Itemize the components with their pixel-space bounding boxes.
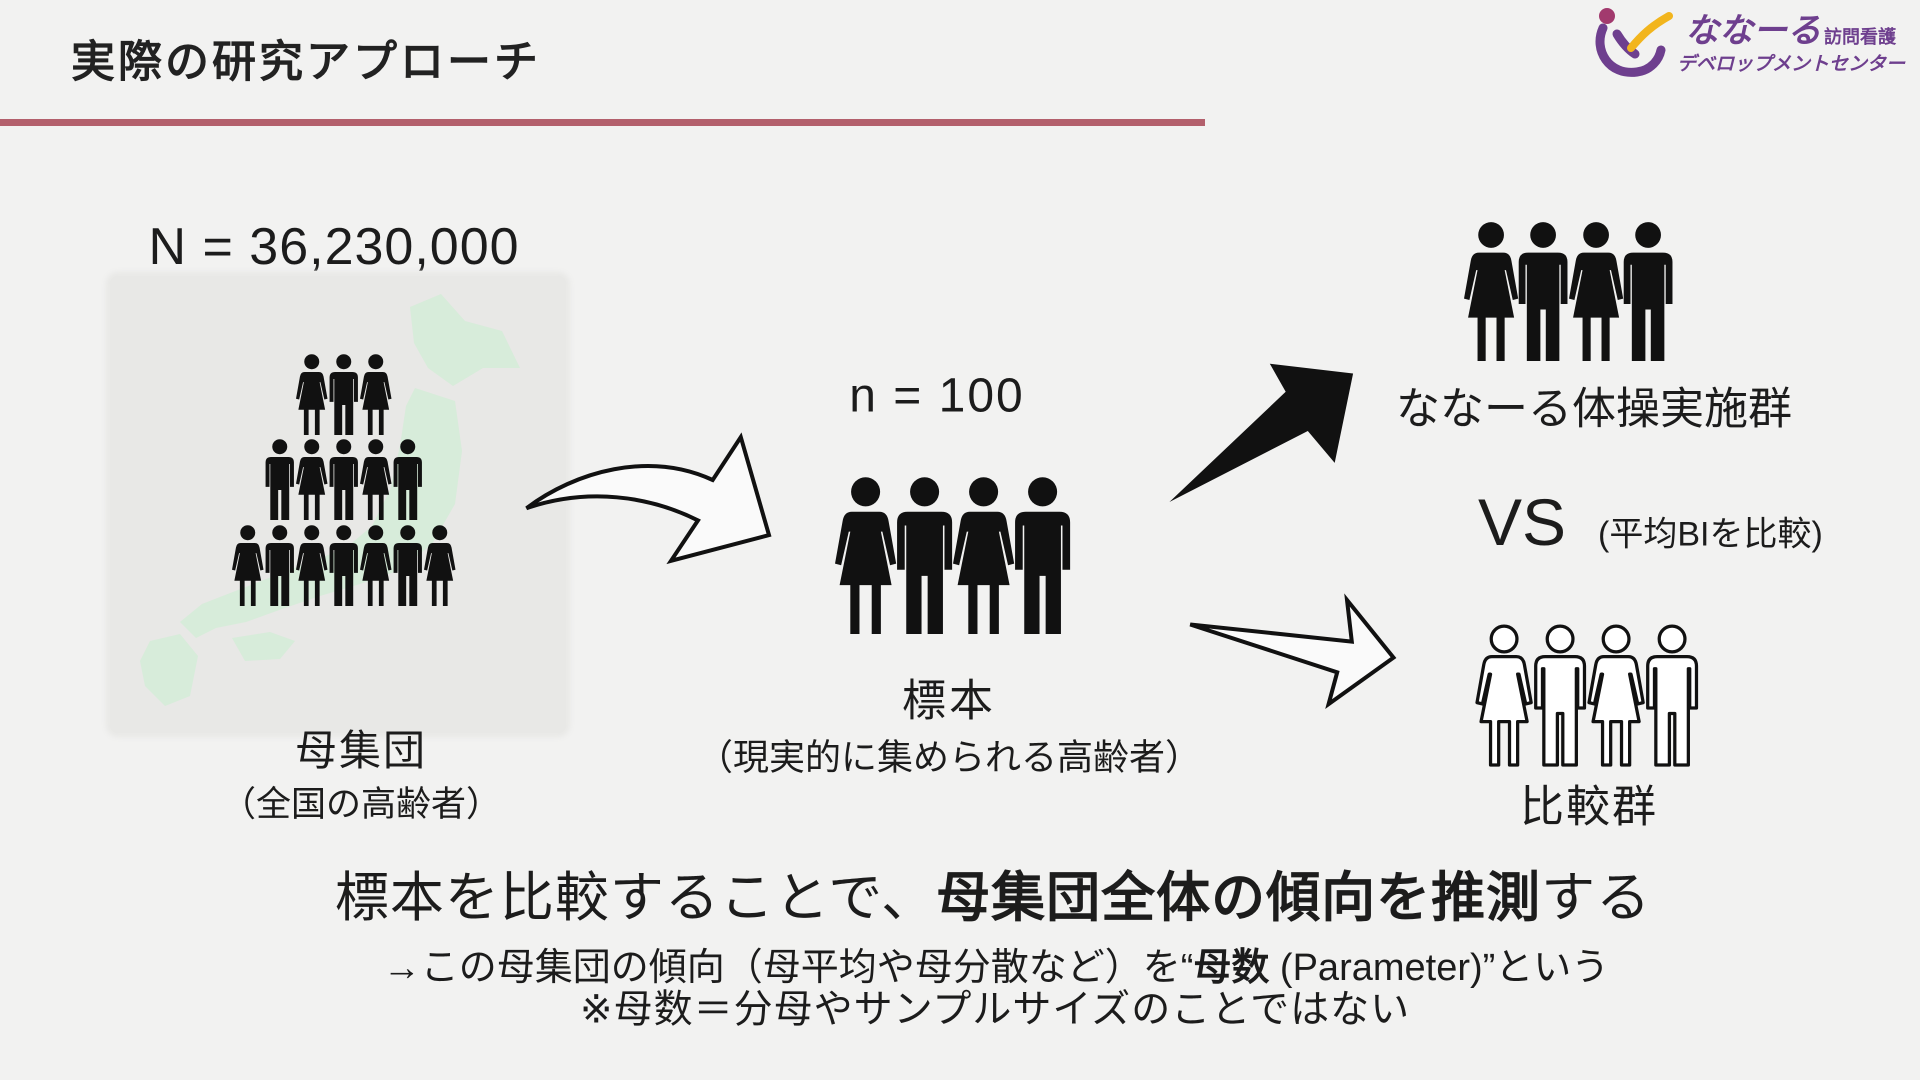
shikoku-island <box>232 632 295 661</box>
population-panel <box>110 276 566 733</box>
male-figure-icon <box>265 439 295 520</box>
hokkaido-island <box>410 294 520 386</box>
male-figure-icon <box>1015 477 1071 634</box>
population-description: （全国の高齢者） <box>220 784 502 824</box>
caution-note: ※母数＝分母やサンプルサイズのことではない <box>579 988 1411 1032</box>
filled-arrow-icon <box>1169 363 1354 502</box>
control-people-icon <box>1475 624 1700 767</box>
female-figure-icon <box>1568 222 1623 361</box>
sample-name: 標本 <box>902 676 996 726</box>
title-underline <box>0 119 1205 126</box>
brand-service: 訪問看護 <box>1824 27 1896 47</box>
female-figure-icon <box>296 354 328 435</box>
male-figure-icon <box>897 477 953 634</box>
male-figure-icon <box>393 525 423 606</box>
brand-division: デベロップメントセンター <box>1677 54 1906 75</box>
brand-logo: ななーる 訪問看護 デベロップメントセンター <box>1589 4 1911 82</box>
male-figure-icon <box>1646 624 1699 767</box>
female-figure-icon <box>424 525 456 606</box>
male-figure-icon <box>1518 222 1568 361</box>
female-figure-icon <box>1463 222 1519 361</box>
definition-text: →この母集団の傾向（母平均や母分散など）を“母数 (Parameter)”という <box>382 947 1610 990</box>
intervention-group-label: ななーる体操実施群 <box>1396 384 1792 434</box>
male-figure-icon <box>265 525 295 606</box>
brand-name: ななーる <box>1685 12 1821 50</box>
female-figure-icon <box>1587 624 1646 767</box>
population-size-label: N = 36,230,000 <box>148 218 520 277</box>
sample-description: （現実的に集められる高齢者） <box>696 736 1202 778</box>
people-pyramid-icon <box>232 353 456 607</box>
versus-note: (平均BIを比較) <box>1598 515 1823 554</box>
conclusion-lead: 標本を比較することで、 <box>334 867 937 928</box>
population-name: 母集団 <box>294 726 428 774</box>
male-figure-icon <box>329 525 359 606</box>
male-figure-icon <box>329 439 359 520</box>
definition-tail: (Parameter)”という <box>1269 947 1610 990</box>
slide-title: 実際の研究アプローチ <box>71 37 541 87</box>
conclusion-text: 標本を比較することで、母集団全体の傾向を推測する <box>335 867 1651 929</box>
conclusion-tail: する <box>1541 867 1652 928</box>
male-figure-icon <box>1623 222 1673 361</box>
intervention-people-icon <box>1463 220 1675 361</box>
cheering-person-logo-icon <box>1595 8 1673 77</box>
male-figure-icon <box>393 439 423 520</box>
female-figure-icon <box>296 439 328 520</box>
female-figure-icon <box>232 525 264 606</box>
sample-people-icon <box>835 475 1074 634</box>
definition-emphasis: 母数 <box>1193 947 1270 990</box>
female-figure-icon <box>953 477 1015 634</box>
female-figure-icon <box>835 477 897 634</box>
male-figure-icon <box>329 354 359 435</box>
kyushu-island <box>140 634 198 706</box>
female-figure-icon <box>360 354 392 435</box>
versus-label: VS <box>1478 485 1567 560</box>
control-group-label: 比較群 <box>1520 782 1658 832</box>
female-figure-icon <box>296 525 328 606</box>
male-figure-icon <box>1534 624 1587 767</box>
female-figure-icon <box>360 525 392 606</box>
outline-arrow-icon <box>1189 593 1397 709</box>
sample-size-label: n = 100 <box>849 369 1025 423</box>
conclusion-emphasis: 母集団全体の傾向を推測 <box>936 867 1542 928</box>
female-figure-icon <box>360 439 392 520</box>
female-figure-icon <box>1475 624 1534 767</box>
definition-lead: →この母集団の傾向（母平均や母分散など）を“ <box>382 947 1194 990</box>
